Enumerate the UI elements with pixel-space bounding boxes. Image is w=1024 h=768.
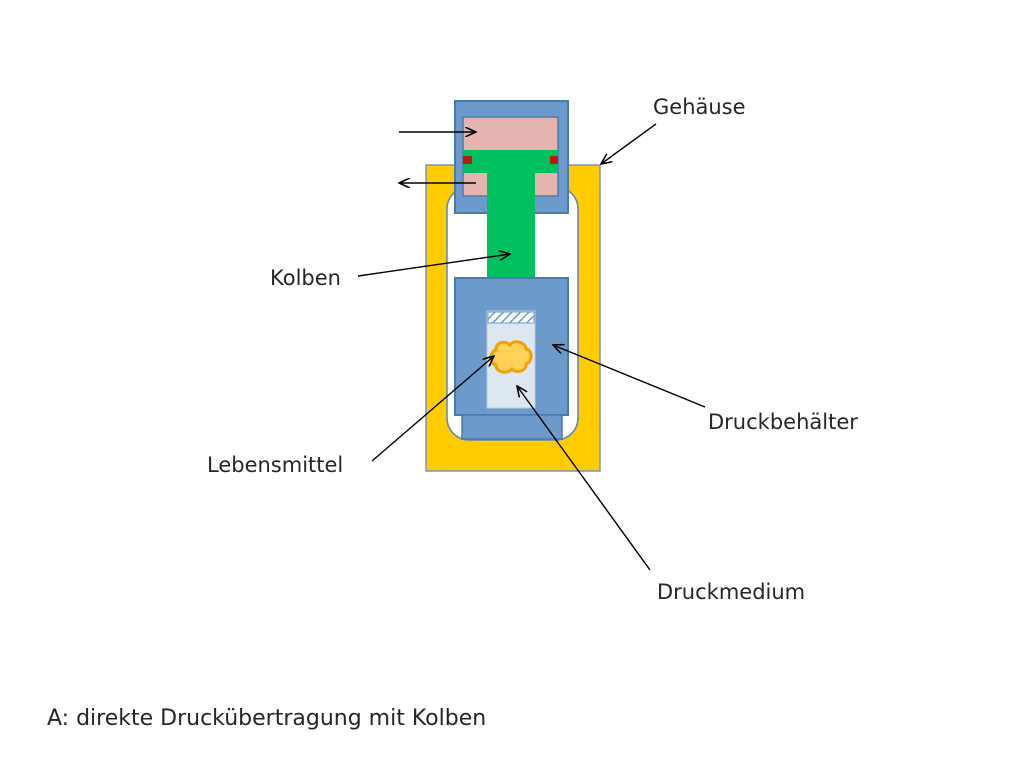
label-lebensmittel: Lebensmittel xyxy=(207,453,343,477)
leader-druckmedium xyxy=(517,386,651,571)
leader-lebensmittel xyxy=(371,356,494,462)
leader-gehaeuse xyxy=(601,123,657,164)
label-gehaeuse: Gehäuse xyxy=(653,95,746,119)
food-blob xyxy=(489,340,533,374)
leader-druckbehaelter xyxy=(553,345,706,408)
figure-caption: A: direkte Druckübertragung mit Kolben xyxy=(47,706,487,731)
label-druckbehaelter: Druckbehälter xyxy=(708,410,858,434)
label-druckmedium: Druckmedium xyxy=(657,580,805,604)
label-kolben: Kolben xyxy=(270,266,341,290)
leader-kolben xyxy=(357,254,510,277)
